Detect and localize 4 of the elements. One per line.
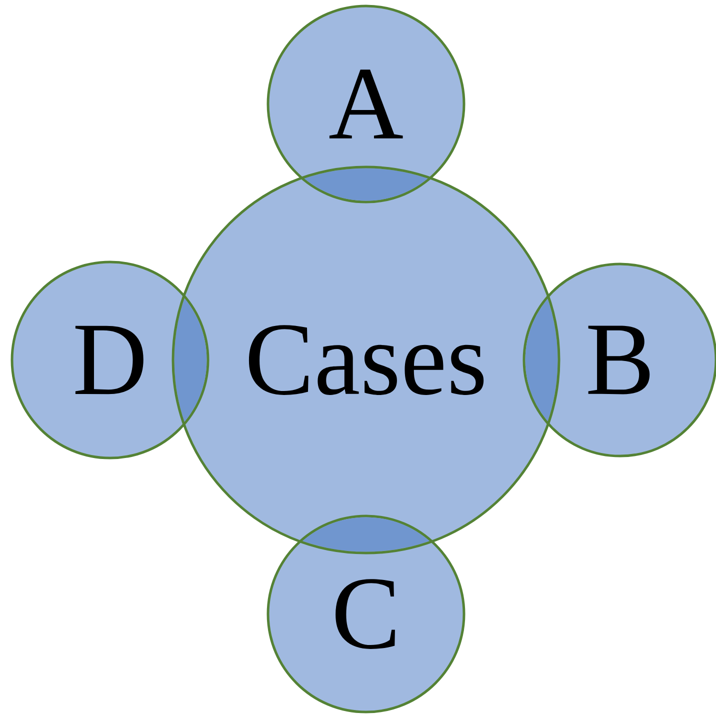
node-label: B: [588, 326, 650, 394]
node-label: D: [75, 326, 144, 394]
node-label: C: [336, 579, 395, 649]
node-label: A: [329, 70, 403, 138]
